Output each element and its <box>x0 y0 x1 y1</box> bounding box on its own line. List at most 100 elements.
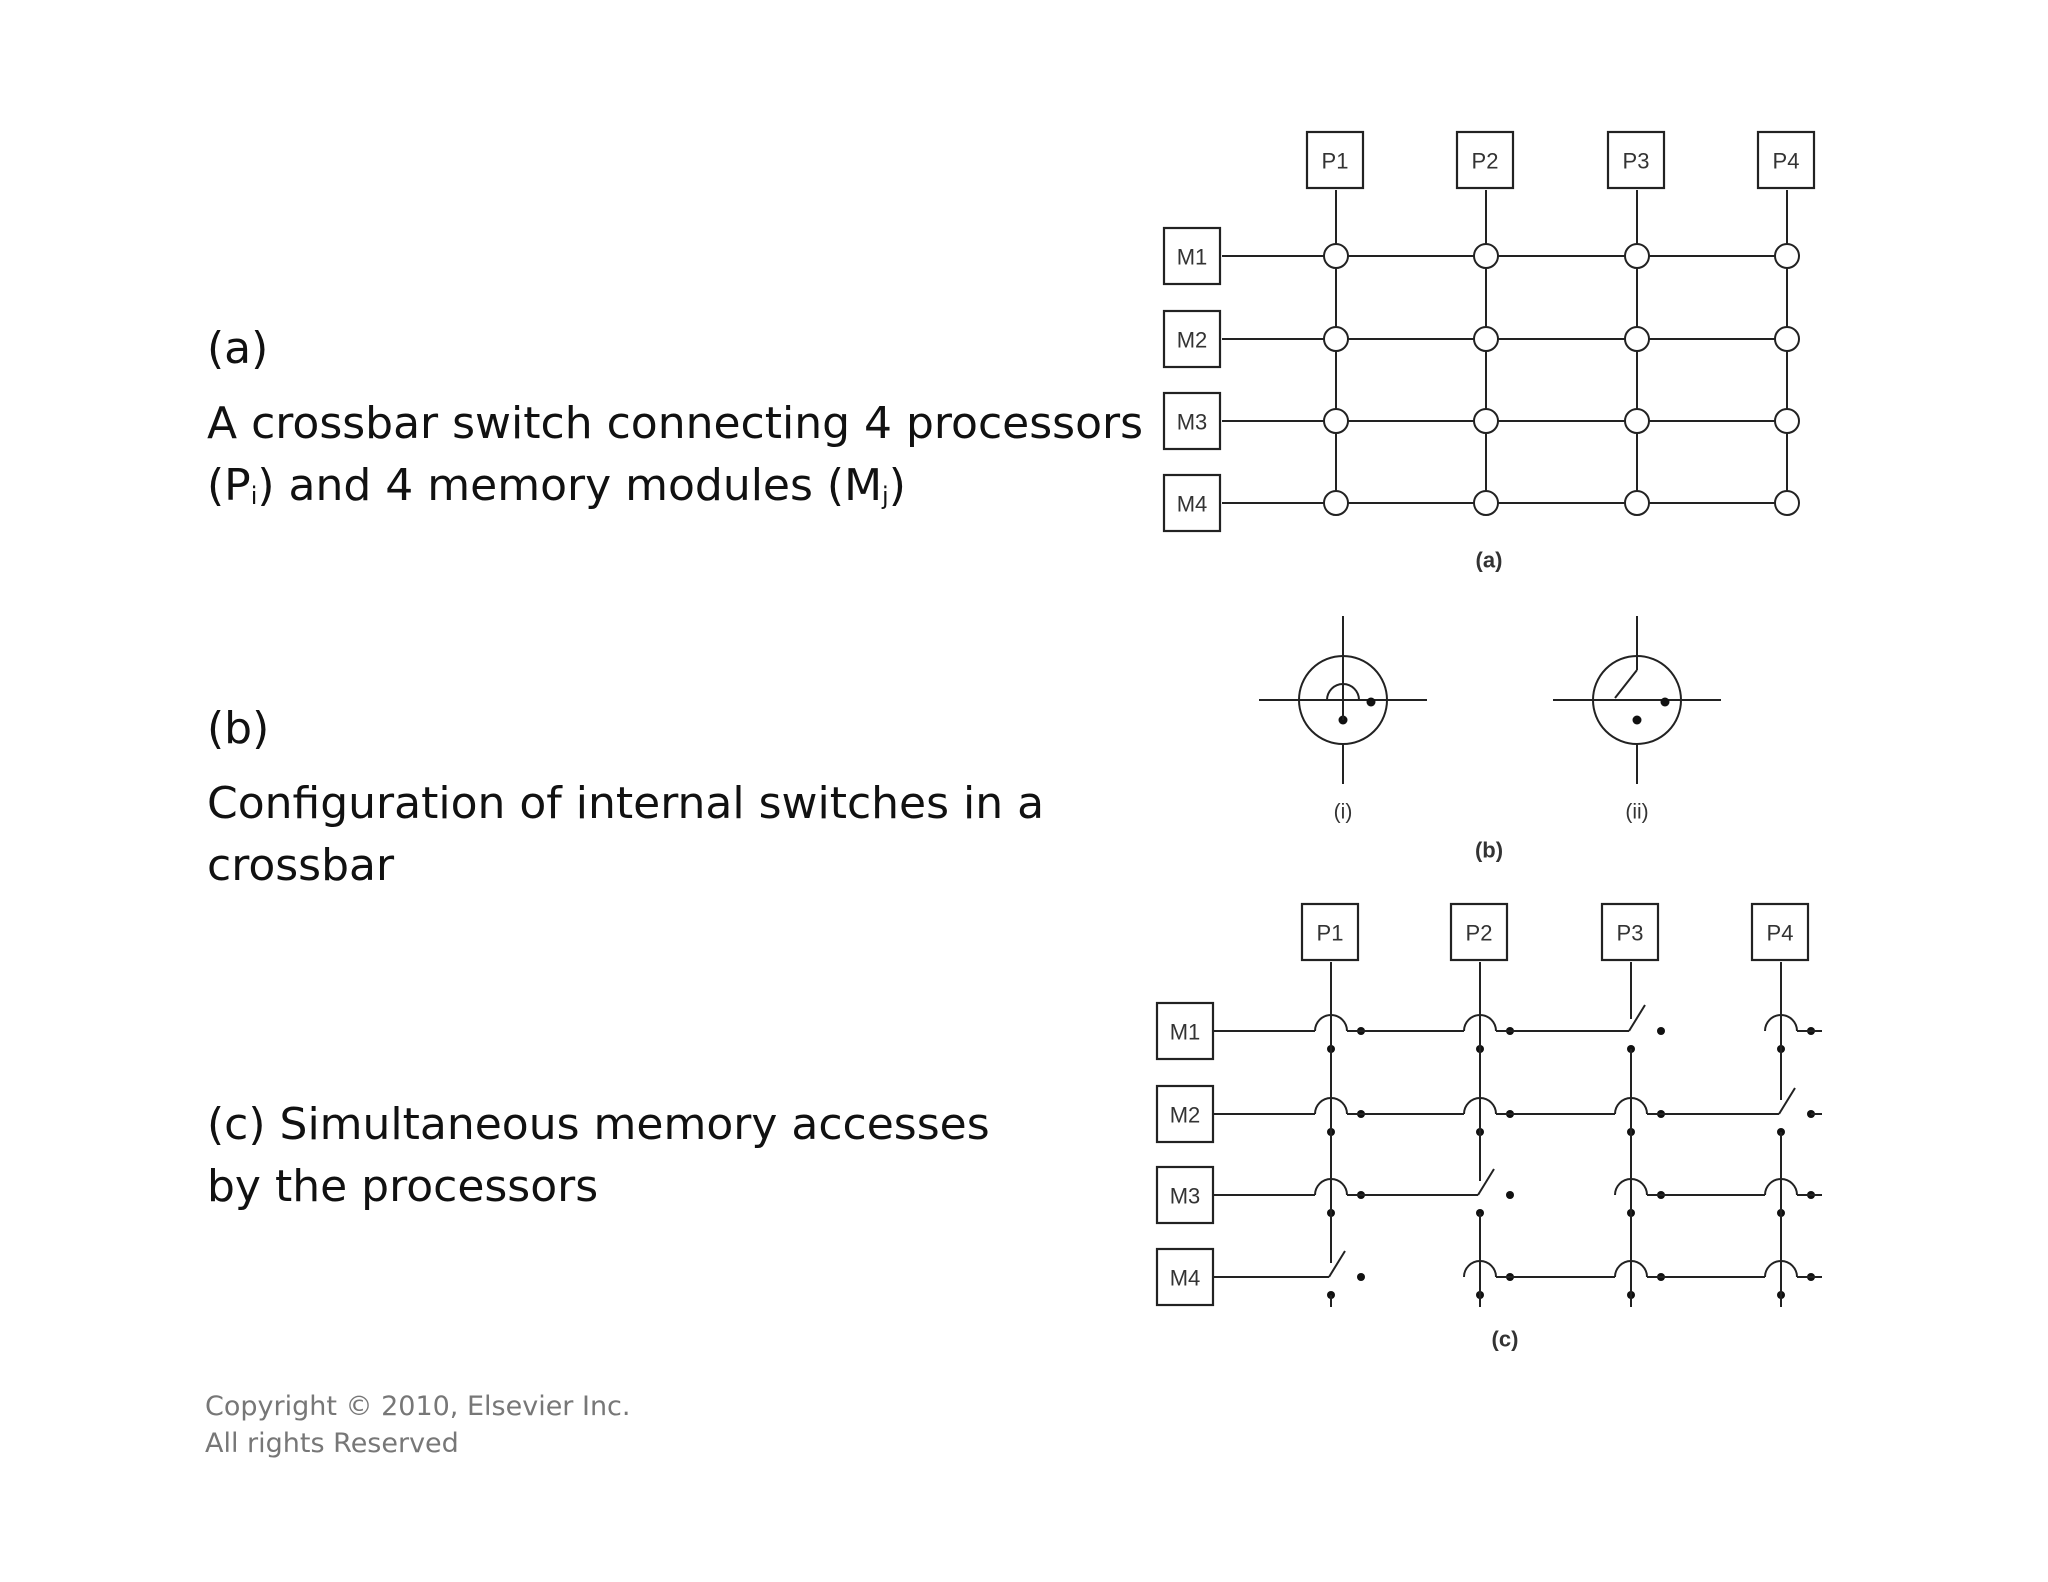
description-c-line1: (c) Simultaneous memory accesses <box>207 1099 990 1150</box>
processor-c-p3: P3 <box>1600 902 1660 962</box>
memory-c-m4-label: M4 <box>1170 1266 1201 1291</box>
switch-config-ii <box>1553 616 1721 784</box>
switch-node-r1-c4 <box>1774 243 1800 269</box>
memory-m3-label: M3 <box>1177 410 1208 435</box>
switch-c-r1-c4-bridge <box>1764 1014 1815 1100</box>
switch-c-r2-c4-turn <box>1661 1087 1815 1181</box>
caption-b: (b) <box>1475 838 1503 863</box>
description-a-line2: (Pi) and 4 memory modules (Mj) <box>207 460 906 511</box>
memory-c-m3-box <box>1155 1165 1215 1225</box>
processor-c-p2-box <box>1449 902 1509 962</box>
processor-p1: P1 <box>1305 130 1365 190</box>
switch-config-i <box>1259 616 1427 784</box>
switch-c-r3-c3-bridge <box>1614 1178 1665 1263</box>
memory-m1-label: M1 <box>1177 245 1208 270</box>
processor-p1-label: P1 <box>1322 149 1349 174</box>
memory-c-m3-label: M3 <box>1170 1184 1201 1209</box>
memory-m4: M4 <box>1162 473 1222 533</box>
memory-c-m2-label: M2 <box>1170 1103 1201 1128</box>
memory-c-m1: M1 <box>1155 1001 1215 1061</box>
memory-m1-box <box>1162 226 1222 286</box>
processor-c-p1-label: P1 <box>1317 921 1344 946</box>
switch-node-r3-c3 <box>1624 408 1650 434</box>
switch-node-r1-c2 <box>1473 243 1499 269</box>
processor-c-p4-box <box>1750 902 1810 962</box>
memory-c-m3: M3 <box>1155 1165 1215 1225</box>
copyright-line1: Copyright © 2010, Elsevier Inc. <box>205 1391 631 1422</box>
memory-m2: M2 <box>1162 309 1222 369</box>
figure-b-switch-configurations: (i) (ii) (b) <box>1259 616 1721 863</box>
memory-c-m4: M4 <box>1155 1247 1215 1307</box>
memory-m2-label: M2 <box>1177 328 1208 353</box>
memory-c-m2: M2 <box>1155 1084 1215 1144</box>
processor-c-p1: P1 <box>1300 902 1360 962</box>
switch-c-r4-c4-bridge <box>1661 1260 1815 1307</box>
switch-c-r1-c2-bridge <box>1361 1014 1514 1100</box>
caption-b-i: (i) <box>1334 801 1353 824</box>
switch-c-r3-c4-bridge <box>1661 1178 1815 1263</box>
switch-node-r1-c1 <box>1323 243 1349 269</box>
label-a: (a) <box>207 323 269 374</box>
caption-a: (a) <box>1476 548 1503 573</box>
processor-p4-box <box>1756 130 1816 190</box>
switch-c-r2-c3-bridge <box>1510 1097 1665 1181</box>
description-b-line2: crossbar <box>207 840 395 891</box>
switch-node-r4-c4 <box>1774 490 1800 516</box>
processor-c-p3-label: P3 <box>1617 921 1644 946</box>
description-c-line2: by the processors <box>207 1161 599 1212</box>
switch-node-r2-c4 <box>1774 326 1800 352</box>
processor-p3-label: P3 <box>1623 149 1650 174</box>
memory-m4-box <box>1162 473 1222 533</box>
switch-node-r3-c1 <box>1323 408 1349 434</box>
switch-node-r2-c2 <box>1473 326 1499 352</box>
switch-node-r3-c2 <box>1473 408 1499 434</box>
processor-p3: P3 <box>1606 130 1666 190</box>
switch-node-r4-c3 <box>1624 490 1650 516</box>
memory-m3: M3 <box>1162 391 1222 451</box>
processor-p3-box <box>1606 130 1666 190</box>
memory-c-m1-box <box>1155 1001 1215 1061</box>
processor-c-p2-label: P2 <box>1466 921 1493 946</box>
copyright-line2: All rights Reserved <box>205 1428 459 1459</box>
processor-c-p1-box <box>1300 902 1360 962</box>
switch-c-r4-c2-bridge <box>1463 1260 1514 1307</box>
processor-p2-box <box>1455 130 1515 190</box>
description-b-line1: Configuration of internal switches in a <box>207 778 1045 829</box>
switch-node-r3-c4 <box>1774 408 1800 434</box>
memory-c-m1-label: M1 <box>1170 1020 1201 1045</box>
caption-b-ii: (ii) <box>1625 801 1648 824</box>
processor-c-p4-label: P4 <box>1767 921 1794 946</box>
memory-m2-box <box>1162 309 1222 369</box>
processor-p1-box <box>1305 130 1365 190</box>
memory-c-m4-box <box>1155 1247 1215 1307</box>
memory-m3-box <box>1162 391 1222 451</box>
memory-m4-label: M4 <box>1177 492 1208 517</box>
processor-c-p3-box <box>1600 902 1660 962</box>
processor-p2-label: P2 <box>1472 149 1499 174</box>
switch-c-r3-c1-bridge <box>1214 1178 1365 1263</box>
processor-c-p2: P2 <box>1449 902 1509 962</box>
switch-node-r4-c2 <box>1473 490 1499 516</box>
switch-c-r3-c2-turn <box>1361 1168 1514 1263</box>
memory-m1: M1 <box>1162 226 1222 286</box>
processor-c-p4: P4 <box>1750 902 1810 962</box>
switch-c-r2-c1-bridge <box>1214 1097 1365 1181</box>
switch-c-r4-c1-turn <box>1214 1250 1365 1307</box>
description-a-line1: A crossbar switch connecting 4 processor… <box>207 398 1144 449</box>
switch-c-r4-c3-bridge <box>1510 1260 1665 1307</box>
switch-node-r4-c1 <box>1323 490 1349 516</box>
switch-node-r2-c1 <box>1323 326 1349 352</box>
memory-c-m2-box <box>1155 1084 1215 1144</box>
processor-p4: P4 <box>1756 130 1816 190</box>
switch-c-r1-c1-bridge <box>1214 1014 1365 1100</box>
switch-c-r2-c2-bridge <box>1361 1097 1514 1181</box>
switch-c-r1-c3-turn <box>1510 1004 1665 1100</box>
switch-node-r2-c3 <box>1624 326 1650 352</box>
processor-p2: P2 <box>1455 130 1515 190</box>
copyright-notice: Copyright © 2010, Elsevier Inc. All righ… <box>205 1388 631 1462</box>
processor-p4-label: P4 <box>1773 149 1800 174</box>
caption-c: (c) <box>1492 1327 1519 1352</box>
